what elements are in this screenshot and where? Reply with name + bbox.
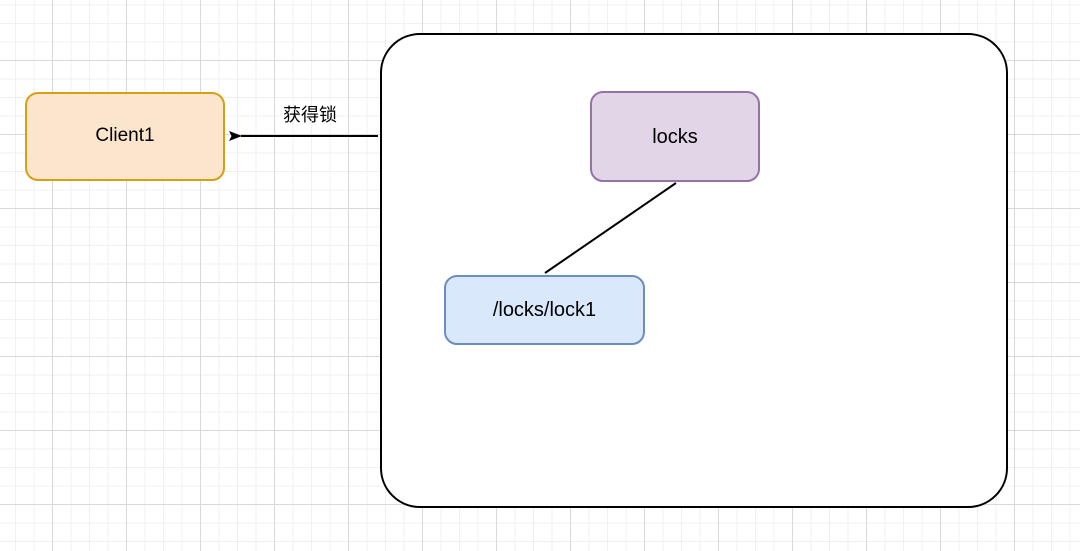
- client1-node[interactable]: Client1: [25, 92, 225, 181]
- lock1-label: /locks/lock1: [492, 299, 597, 321]
- locks-node[interactable]: locks: [590, 91, 760, 182]
- client1-label: Client1: [95, 125, 155, 147]
- lock1-node[interactable]: /locks/lock1: [444, 275, 645, 345]
- locks-label: locks: [652, 125, 698, 148]
- edge-acquire-lock-label: 获得锁: [283, 105, 337, 125]
